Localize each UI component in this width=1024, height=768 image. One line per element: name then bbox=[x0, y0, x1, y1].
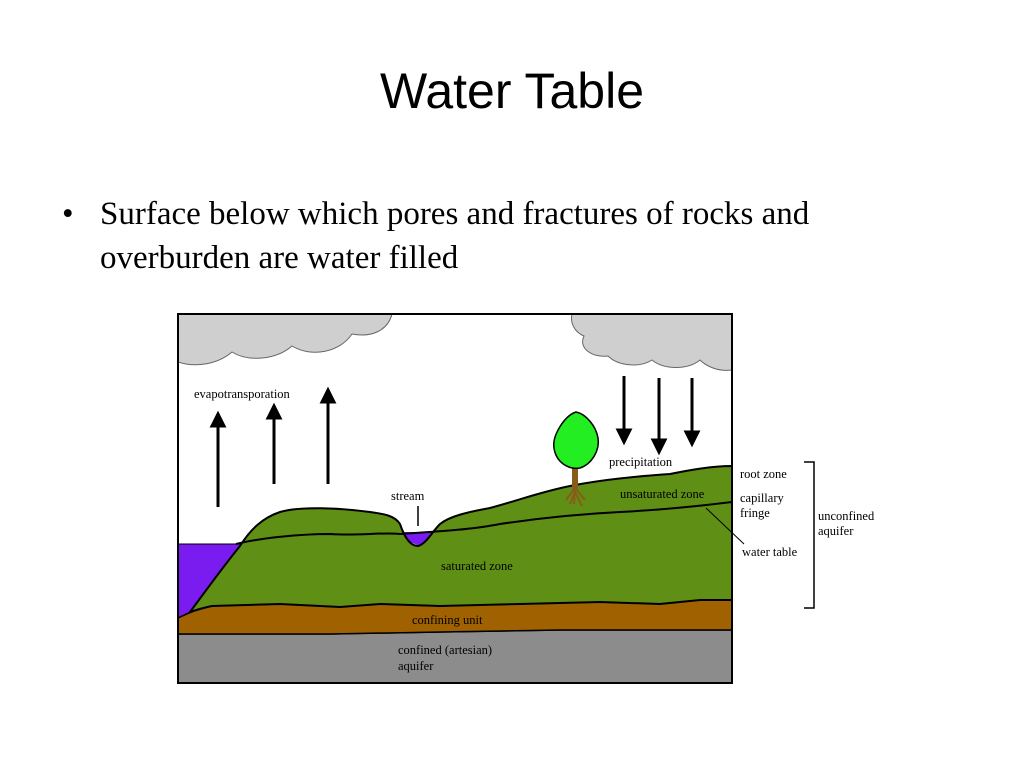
water-table-line bbox=[235, 501, 732, 545]
stream-water bbox=[398, 532, 438, 546]
precipitation-arrows bbox=[615, 376, 701, 456]
cloud-right bbox=[571, 314, 732, 371]
bullet-dot: • bbox=[62, 196, 74, 232]
confined-aquifer-label-line1: confined (artesian) bbox=[398, 643, 492, 657]
root-zone-label: root zone bbox=[740, 467, 787, 481]
soil-zone bbox=[187, 464, 732, 614]
bullet-text: Surface below which pores and fractures … bbox=[100, 196, 810, 276]
saturated-zone-label: saturated zone bbox=[441, 559, 513, 573]
tree-trunk bbox=[572, 454, 578, 490]
unconfined-aquifer-label-line2: aquifer bbox=[818, 524, 854, 538]
tree bbox=[553, 411, 600, 507]
unconfined-aquifer-label-line1: unconfined bbox=[818, 509, 875, 523]
stream-label: stream bbox=[391, 489, 425, 503]
capillary-fringe-label-line2: fringe bbox=[740, 506, 770, 520]
bullet-item: • Surface below which pores and fracture… bbox=[62, 192, 942, 280]
confined-aquifer-label-line2: aquifer bbox=[398, 659, 434, 673]
diagram-frame bbox=[177, 313, 733, 684]
evapotranspiration-label: evapotransporation bbox=[194, 387, 291, 401]
water-table-label: water table bbox=[742, 545, 798, 559]
precipitation-label: precipitation bbox=[609, 455, 673, 469]
tree-roots bbox=[565, 487, 586, 507]
water-table-pointer bbox=[705, 507, 745, 545]
tree-crown bbox=[553, 411, 600, 470]
zone-bracket bbox=[804, 461, 815, 609]
bullet-list: • Surface below which pores and fracture… bbox=[62, 192, 942, 280]
slide-title: Water Table bbox=[379, 63, 644, 119]
cloud-left bbox=[178, 314, 393, 366]
evapotranspiration-arrows bbox=[209, 386, 337, 507]
confining-unit-label: confining unit bbox=[412, 613, 483, 627]
unsaturated-zone-label: unsaturated zone bbox=[620, 487, 705, 501]
capillary-fringe-label-line1: capillary bbox=[740, 491, 784, 505]
